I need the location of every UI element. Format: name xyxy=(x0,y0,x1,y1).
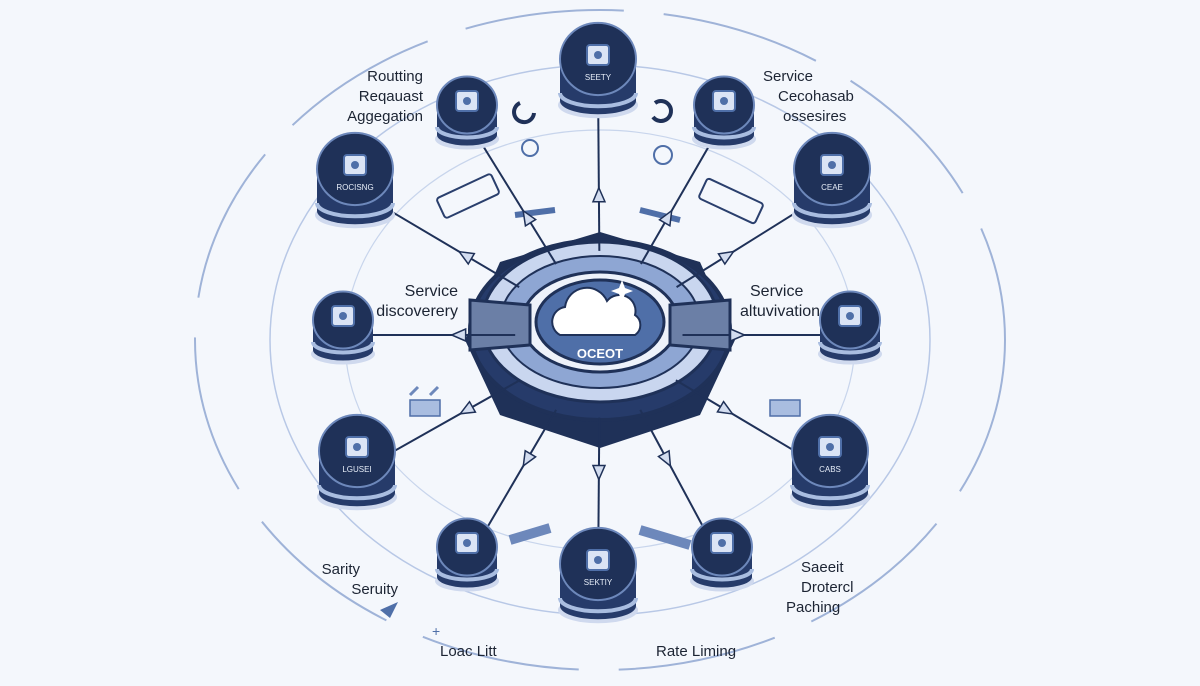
label-line: Reqauast xyxy=(358,88,423,105)
service-nodes: SEETY CEAE CABS SEKTIY LGUSEI ROCISNG xyxy=(311,21,882,624)
node-band xyxy=(690,568,754,582)
label-rate-limiting: Rate Liming xyxy=(656,643,737,660)
label-line: Routting xyxy=(367,68,423,85)
service-icon-dot xyxy=(463,97,471,105)
node-band xyxy=(317,484,397,501)
node-band xyxy=(435,568,499,582)
node-label: SEETY xyxy=(585,73,612,82)
service-icon-dot xyxy=(720,97,728,105)
node-label: SEKTIY xyxy=(584,578,613,587)
node-band xyxy=(818,341,882,355)
node-label: ROCISNG xyxy=(336,183,373,192)
service-icon-dot xyxy=(594,51,602,59)
node-band xyxy=(692,126,756,140)
node-bottom-right xyxy=(690,517,754,592)
label-line: Service xyxy=(763,68,814,85)
node-band xyxy=(311,341,375,355)
label-line: Saeeit xyxy=(801,559,844,576)
spoke-connector xyxy=(522,449,537,468)
label-line: ossesires xyxy=(783,108,847,125)
node-label: CABS xyxy=(819,465,841,474)
node-bottom: SEKTIY xyxy=(558,526,638,624)
label-line: altuvivation xyxy=(740,303,821,320)
spoke-connector xyxy=(658,209,673,228)
service-icon-dot xyxy=(718,539,726,547)
service-icon-dot xyxy=(826,443,834,451)
node-band xyxy=(558,92,638,109)
service-icon-dot xyxy=(339,312,347,320)
node-top: SEETY xyxy=(558,21,638,119)
label-line: Paching xyxy=(786,599,841,616)
cloud-icon xyxy=(551,280,642,336)
node-left-lower: LGUSEI xyxy=(317,413,397,511)
node-top-right xyxy=(692,75,756,150)
spoke-connector xyxy=(591,185,607,203)
label-service-activation: Service altuvivation xyxy=(740,282,820,322)
label-line: Cecohasab xyxy=(778,88,854,105)
node-right-lower: CABS xyxy=(790,413,870,511)
label-load-limit: Loac Litt xyxy=(440,643,497,660)
spoke-connector xyxy=(717,250,736,266)
label-line: Sarity xyxy=(321,561,360,578)
service-icon-dot xyxy=(351,161,359,169)
service-icon-dot xyxy=(463,539,471,547)
label-protocol-patching: Saeeit Drotercl Paching xyxy=(786,558,854,618)
node-label: CEAE xyxy=(821,183,843,192)
node-right-upper: CEAE xyxy=(792,131,872,229)
label-line: Service xyxy=(404,283,458,300)
label-line: Drotercl xyxy=(801,579,854,596)
spoke-connector xyxy=(449,327,467,343)
node-left-upper: ROCISNG xyxy=(315,131,395,229)
label-line: Service xyxy=(750,283,804,300)
spoke-connector xyxy=(458,400,477,415)
label-service-top-right: Service Cecohasab ossesires xyxy=(763,67,854,127)
node-top-left xyxy=(435,75,499,150)
label-line: discoverery xyxy=(376,303,458,320)
label-line: Seruity xyxy=(351,581,398,598)
label-routing-aggregation: Routting Reqauast Aggegation xyxy=(300,67,423,127)
service-icon-dot xyxy=(828,161,836,169)
svg-text:+: + xyxy=(432,623,440,639)
service-icon-dot xyxy=(353,443,361,451)
node-band xyxy=(790,484,870,501)
service-icon-dot xyxy=(846,312,854,320)
spoke-connector xyxy=(729,327,747,343)
label-line: Aggegation xyxy=(347,108,423,125)
label-service-discovery: Service discoverery xyxy=(330,282,458,322)
spoke-connector xyxy=(657,449,672,468)
node-band xyxy=(315,202,395,219)
hub xyxy=(465,232,735,448)
label-security: Sarity Seruity xyxy=(290,560,398,600)
node-bottom-left xyxy=(435,517,499,592)
node-label: LGUSEI xyxy=(342,465,371,474)
spoke-connector xyxy=(591,464,607,482)
service-icon-dot xyxy=(594,556,602,564)
spoke-connector xyxy=(457,250,476,266)
node-left xyxy=(311,290,375,365)
hub-label: OCEOT xyxy=(577,346,623,361)
node-band xyxy=(558,597,638,614)
node-band xyxy=(792,202,872,219)
node-right xyxy=(818,290,882,365)
spoke-connector xyxy=(522,209,537,228)
decorative-arrows: + + + xyxy=(380,99,827,639)
spoke-connector xyxy=(716,400,735,415)
node-band xyxy=(435,126,499,140)
